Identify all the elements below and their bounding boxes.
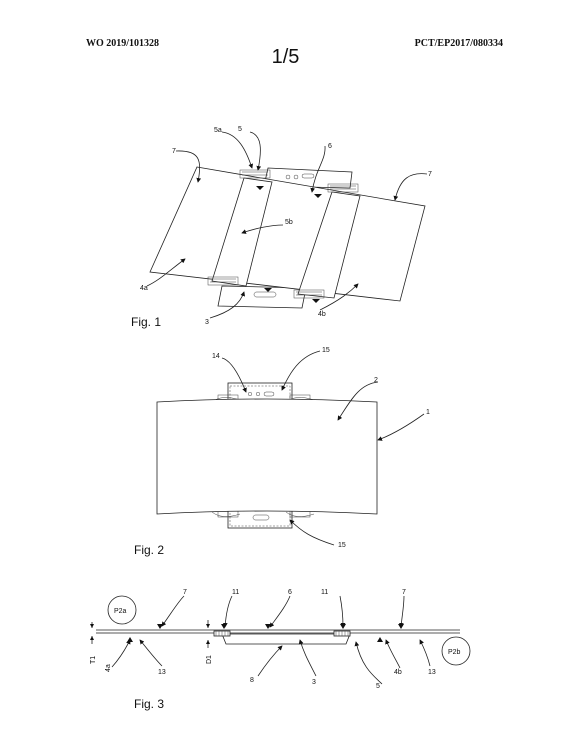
fig3-caption: Fig. 3 bbox=[134, 697, 165, 711]
fig3-label-13-right: 13 bbox=[428, 669, 436, 676]
fig3-tray bbox=[221, 633, 351, 645]
fig1-label-6: 6 bbox=[328, 143, 332, 150]
fig3-label-p2a: P2a bbox=[114, 608, 127, 615]
fig2-label-14: 14 bbox=[212, 353, 220, 360]
fig2-caption: Fig. 2 bbox=[134, 543, 165, 557]
fig3-position-p2b bbox=[441, 636, 471, 666]
fig3-label-8: 8 bbox=[250, 677, 254, 684]
fig3-label-13-left: 13 bbox=[158, 669, 166, 676]
fig2-label-1: 1 bbox=[426, 409, 430, 416]
fig1-main-sheet bbox=[149, 166, 426, 302]
fig3-label-6: 6 bbox=[288, 589, 292, 596]
application-number: PCT/EP2017/080334 bbox=[414, 38, 503, 49]
fig3-label-11-left: 11 bbox=[232, 589, 239, 596]
fig2-drawing: 14 15 2 1 15 bbox=[156, 347, 430, 549]
fig1-drawing: 5a 5 6 7 7 5b 4a 3 4b bbox=[140, 126, 432, 326]
fig3-position-p2a bbox=[107, 595, 137, 625]
sheet-number: 1/5 bbox=[271, 46, 300, 68]
fig2-label-2: 2 bbox=[374, 377, 378, 384]
fig1-strip-right bbox=[297, 191, 361, 299]
fig1-label-3: 3 bbox=[205, 319, 209, 326]
fig1-label-7-left: 7 bbox=[172, 148, 176, 155]
fig1-label-7-right: 7 bbox=[428, 171, 432, 178]
fig1-caption: Fig. 1 bbox=[131, 315, 162, 329]
fig3-label-d1: D1 bbox=[206, 655, 213, 664]
fig2-main-sheet bbox=[156, 398, 378, 515]
publication-number: WO 2019/101328 bbox=[86, 38, 160, 49]
fig1-label-4b: 4b bbox=[318, 311, 326, 318]
fig3-label-11-right: 11 bbox=[321, 589, 328, 596]
fig2-label-15-bottom: 15 bbox=[338, 542, 346, 549]
fig1-label-5: 5 bbox=[238, 126, 242, 133]
fig1-label-4a: 4a bbox=[140, 285, 148, 292]
fig3-label-t1: T1 bbox=[90, 656, 97, 664]
fig3-label-4a: 4a bbox=[105, 664, 112, 672]
fig3-label-p2b: P2b bbox=[448, 649, 461, 656]
fig3-label-5: 5 bbox=[376, 683, 380, 690]
fig3-label-3: 3 bbox=[312, 679, 316, 686]
fig3-label-7-left: 7 bbox=[183, 589, 187, 596]
fig3-label-4b: 4b bbox=[394, 669, 402, 676]
fig3-label-7-right: 7 bbox=[402, 589, 406, 596]
fig1-label-5b: 5b bbox=[285, 219, 293, 226]
fig1-label-5a: 5a bbox=[214, 127, 222, 134]
fig3-drawing: 7 11 6 11 7 P2a P2b T1 D1 4a 13 8 3 5 4b… bbox=[90, 589, 471, 690]
fig2-label-15-top: 15 bbox=[322, 347, 330, 354]
